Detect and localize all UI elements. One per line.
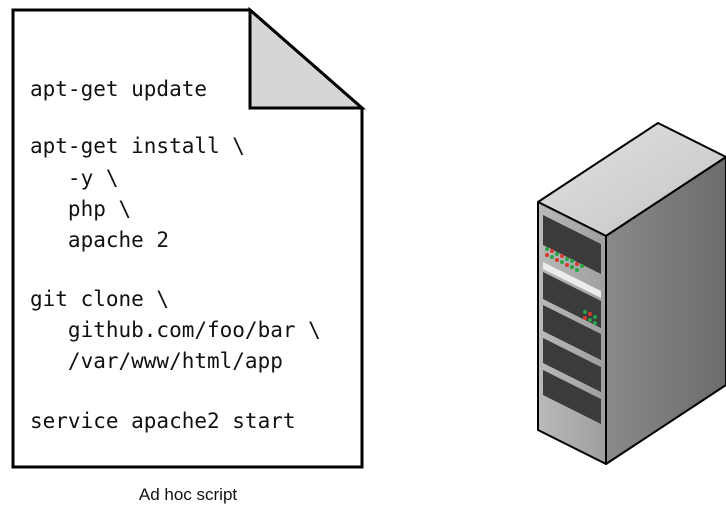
server-bay-2 — [543, 272, 601, 328]
status-led — [583, 310, 587, 314]
code-line-service-start: service apache2 start — [30, 409, 296, 433]
server-rack-icon — [537, 122, 726, 465]
server-bay-3 — [543, 305, 601, 360]
code-line-repo-url: github.com/foo/bar \ — [30, 318, 321, 342]
status-led — [555, 258, 559, 262]
status-led — [593, 315, 597, 319]
status-led — [560, 254, 564, 258]
code-line-target-path: /var/www/html/app — [30, 349, 283, 373]
server-bay-4 — [543, 338, 601, 392]
status-led — [545, 247, 549, 251]
code-line-install-flag: -y \ — [30, 166, 119, 190]
status-led — [575, 262, 579, 266]
status-led — [570, 265, 574, 269]
code-line-apt-get-install: apt-get install \ — [30, 134, 245, 158]
code-line-apt-get-update: apt-get update — [30, 77, 207, 101]
status-led — [545, 253, 549, 257]
status-led — [560, 260, 564, 264]
server-bay-divider — [543, 262, 601, 298]
code-line-git-clone: git clone \ — [30, 287, 169, 311]
status-led — [565, 257, 569, 261]
script-document: apt-get update apt-get install \ -y \ ph… — [11, 6, 366, 469]
code-line-php: php \ — [30, 197, 131, 221]
status-led — [588, 318, 592, 322]
status-led — [580, 264, 584, 268]
server-status-leds — [545, 247, 597, 325]
folded-corner — [248, 6, 366, 110]
code-line-apache: apache 2 — [30, 228, 169, 252]
document-page — [11, 8, 364, 469]
document-caption: Ad hoc script — [139, 485, 238, 504]
status-led — [565, 263, 569, 267]
status-led — [570, 259, 574, 263]
server-bay-5 — [543, 370, 601, 424]
status-led — [555, 252, 559, 256]
status-led — [550, 255, 554, 259]
status-led — [593, 321, 597, 325]
status-led — [575, 268, 579, 272]
server-bay-1 — [543, 215, 601, 274]
status-led — [588, 312, 592, 316]
status-led — [583, 316, 587, 320]
status-led — [550, 249, 554, 253]
